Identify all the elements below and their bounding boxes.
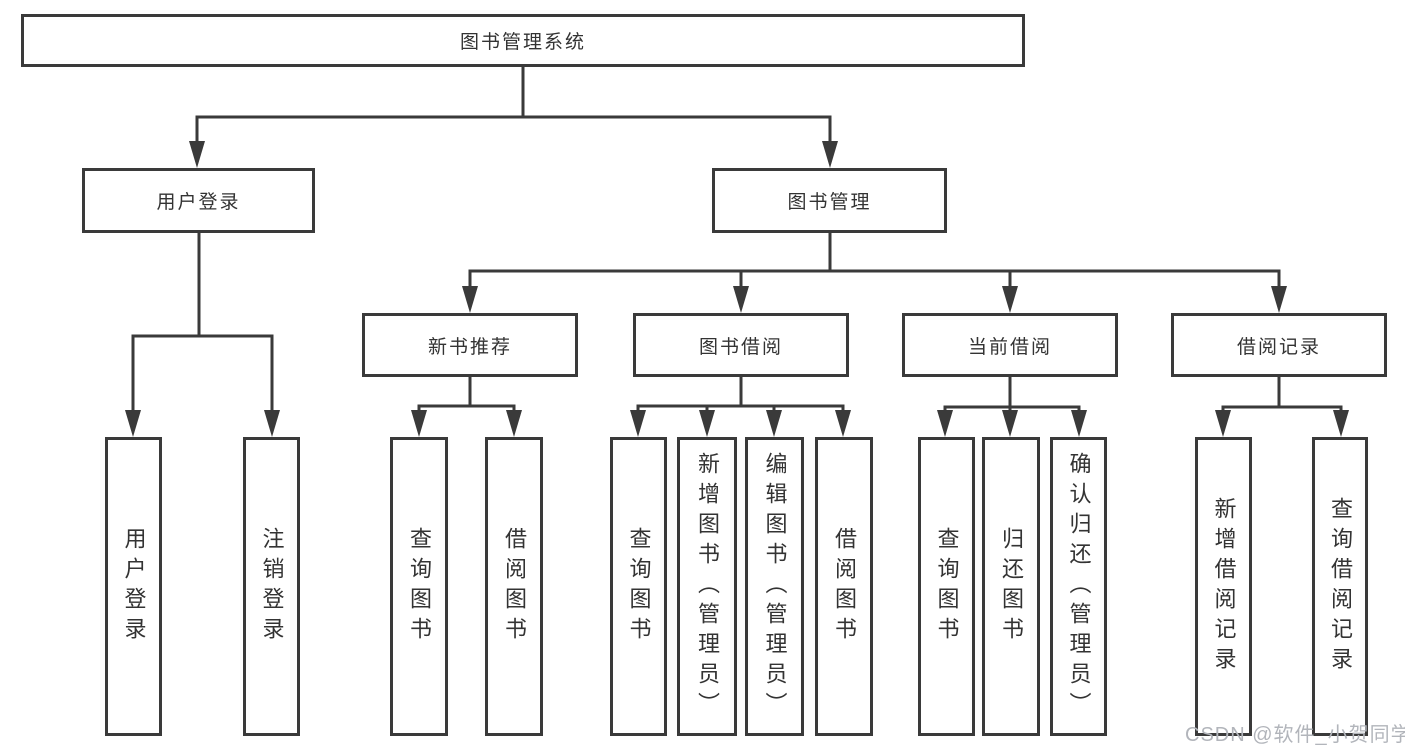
node-borrowing-records: 借阅记录 — [1171, 313, 1387, 377]
leaf-return-books: 归还图书 — [982, 437, 1040, 736]
arrowheads — [125, 141, 1349, 437]
leaf-confirm-return-admin: 确认归还（管理员） — [1050, 437, 1107, 736]
leaf-query-books-current: 查询图书 — [918, 437, 975, 736]
leaf-logout-login: 注销登录 — [243, 437, 300, 736]
leaf-add-borrow-record: 新增借阅记录 — [1195, 437, 1252, 736]
leaf-user-login: 用户登录 — [105, 437, 162, 736]
node-book-borrowing: 图书借阅 — [633, 313, 849, 377]
leaf-query-books-recommend: 查询图书 — [390, 437, 448, 736]
node-root: 图书管理系统 — [21, 14, 1025, 67]
leaf-query-borrow-record: 查询借阅记录 — [1312, 437, 1368, 736]
node-current-borrowing: 当前借阅 — [902, 313, 1118, 377]
leaf-query-books-borrowing: 查询图书 — [610, 437, 667, 736]
leaf-add-books-admin: 新增图书（管理员） — [677, 437, 737, 736]
leaf-edit-books-admin: 编辑图书（管理员） — [745, 437, 804, 736]
node-new-book-recommend: 新书推荐 — [362, 313, 578, 377]
node-user-login: 用户登录 — [82, 168, 315, 233]
leaf-borrow-books-borrowing: 借阅图书 — [815, 437, 873, 736]
csdn-watermark: CSDN @软件_小贺同学 — [1185, 724, 1405, 746]
node-book-management: 图书管理 — [712, 168, 947, 233]
leaf-borrow-books-recommend: 借阅图书 — [485, 437, 543, 736]
